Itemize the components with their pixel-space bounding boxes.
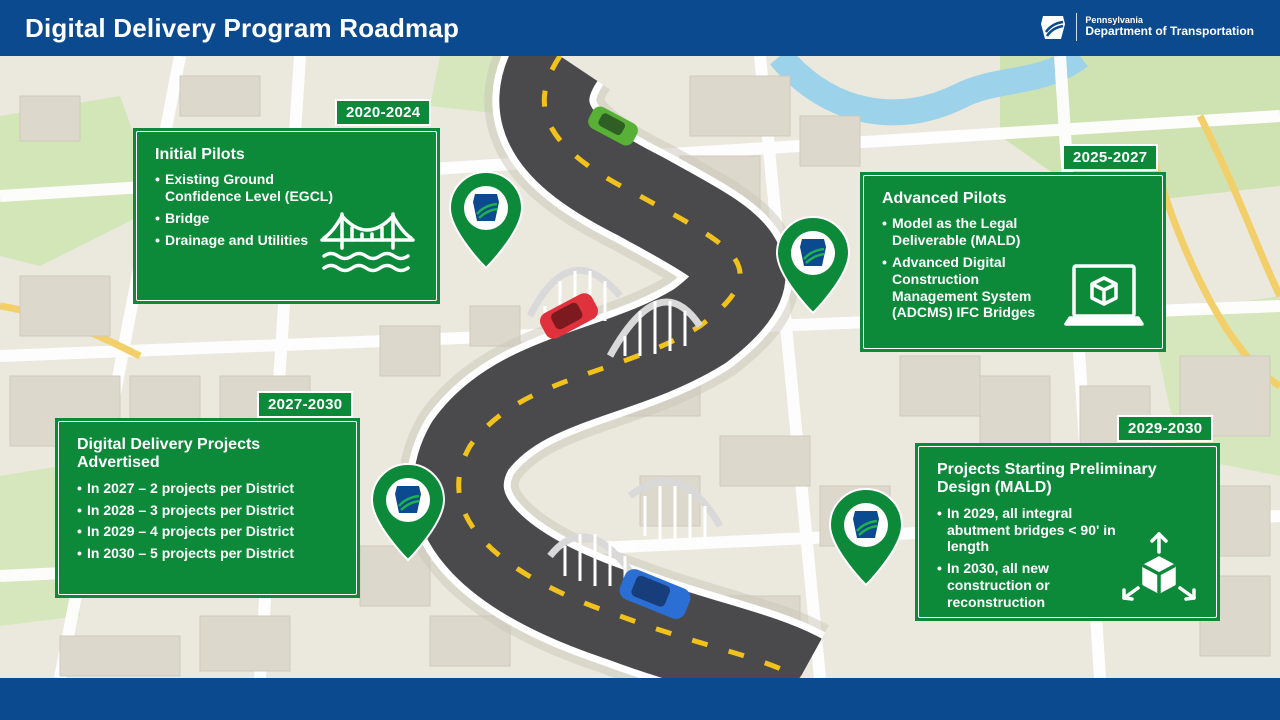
exploding-cube-icon <box>1122 532 1196 601</box>
logo-dept: Department of Transportation <box>1085 24 1254 39</box>
page-title: Digital Delivery Program Roadmap <box>25 13 460 43</box>
logo-state: Pennsylvania <box>1085 14 1143 25</box>
bridge-icon <box>320 212 415 273</box>
milestone-title: Initial Pilots <box>155 146 245 163</box>
blue-car <box>619 569 691 619</box>
green-car <box>588 106 638 146</box>
location-pin-icon <box>775 215 851 315</box>
location-pin-icon <box>370 462 446 562</box>
logo-divider <box>1076 13 1078 41</box>
milestone-item: In 2030 – 5 projects per District <box>77 545 338 562</box>
red-car <box>539 293 599 339</box>
milestone-item: Drainage and Utilities <box>155 232 335 249</box>
milestone-list: In 2027 – 2 projects per District In 202… <box>77 480 338 562</box>
milestone-item: Bridge <box>155 210 335 227</box>
milestone-item: In 2027 – 2 projects per District <box>77 480 338 497</box>
milestone-card-projects-advertised: Digital Delivery Projects Advertised In … <box>55 418 360 598</box>
milestone-title: Projects Starting Preliminary Design (MA… <box>937 461 1157 497</box>
header-bar: Digital Delivery Program Roadmap Pennsyl… <box>0 0 1280 56</box>
milestone-card-preliminary-design: Projects Starting Preliminary Design (MA… <box>915 443 1220 621</box>
logo-text: Pennsylvania Department of Transportatio… <box>1085 14 1254 39</box>
location-pin-icon <box>448 170 524 270</box>
milestone-list: Model as the Legal Deliverable (MALD) Ad… <box>882 215 1062 321</box>
milestone-list: In 2029, all integral abutment bridges <… <box>937 505 1132 611</box>
milestone-item: In 2029, all integral abutment bridges <… <box>937 505 1132 555</box>
milestone-card-advanced-pilots: Advanced Pilots Model as the Legal Deliv… <box>860 172 1166 352</box>
period-badge: 2025-2027 <box>1062 144 1159 171</box>
milestone-title: Digital Delivery Projects Advertised <box>77 436 261 472</box>
penndot-logo: Pennsylvania Department of Transportatio… <box>1038 12 1254 42</box>
milestone-list: Existing Ground Confidence Level (EGCL) … <box>155 171 335 248</box>
milestone-item: Model as the Legal Deliverable (MALD) <box>882 215 1062 249</box>
milestone-item: In 2030, all new construction or reconst… <box>937 560 1132 610</box>
keystone-logo-icon <box>1041 16 1066 39</box>
milestone-item: Existing Ground Confidence Level (EGCL) <box>155 171 335 205</box>
milestone-item: In 2028 – 3 projects per District <box>77 502 338 519</box>
milestone-item: In 2029 – 4 projects per District <box>77 523 338 540</box>
footer-bar <box>0 678 1280 720</box>
period-badge: 2020-2024 <box>335 99 432 126</box>
location-pin-icon <box>828 487 904 587</box>
milestone-item: Advanced Digital Construction Management… <box>882 254 1062 321</box>
milestone-card-initial-pilots: Initial Pilots Existing Ground Confidenc… <box>133 128 440 304</box>
period-badge: 2029-2030 <box>1117 415 1214 442</box>
laptop-cube-icon <box>1064 264 1144 326</box>
milestone-title: Advanced Pilots <box>882 190 1007 207</box>
period-badge: 2027-2030 <box>257 391 354 418</box>
